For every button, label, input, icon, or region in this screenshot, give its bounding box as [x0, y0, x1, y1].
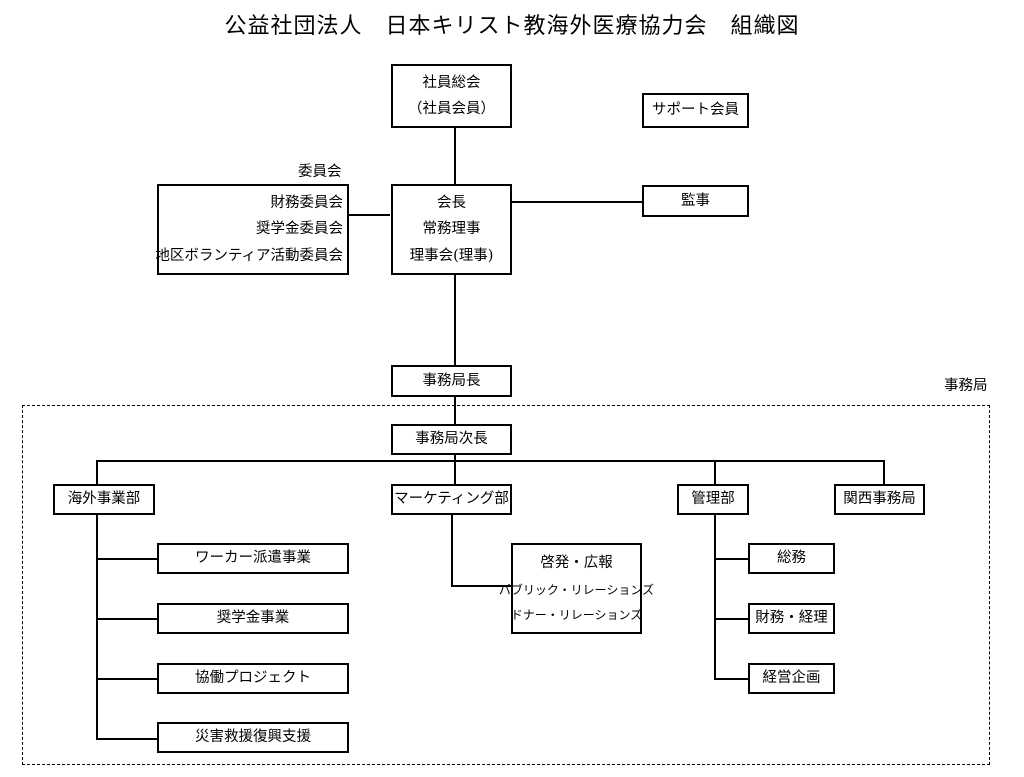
connector-line	[883, 460, 885, 485]
auditor-box: 監事	[642, 185, 749, 217]
connector-line	[512, 201, 642, 203]
committees-box: 財務委員会 奨学金委員会 地区ボランティア活動委員会	[155, 184, 349, 275]
connector-line	[96, 514, 98, 738]
admin-dept-box: 管理部	[677, 484, 749, 515]
collaboration-project-box: 協働プロジェクト	[157, 663, 349, 694]
connector-line	[96, 460, 884, 462]
deputy-secretary-general-box: 事務局次長	[391, 424, 512, 455]
connector-line	[454, 127, 456, 187]
connector-line	[451, 585, 512, 587]
secretary-general-box: 事務局長	[391, 365, 512, 397]
scholarship-program-box: 奨学金事業	[157, 603, 349, 634]
finance-accounting-box: 財務・経理	[748, 603, 835, 634]
connector-line	[451, 514, 453, 586]
connector-line	[96, 738, 158, 740]
connector-line	[96, 618, 158, 620]
general-assembly-box: 社員総会 （社員会員）	[391, 64, 512, 128]
chart-title: 公益社団法人 日本キリスト教海外医療協力会 組織図	[224, 14, 800, 39]
general-affairs-box: 総務	[748, 543, 835, 574]
connector-line	[96, 460, 98, 485]
kansai-office-box: 関西事務局	[834, 484, 925, 515]
disaster-relief-box: 災害救援復興支援	[157, 722, 349, 753]
secretariat-label: 事務局	[944, 378, 988, 394]
connector-line	[96, 558, 158, 560]
connector-line	[714, 678, 749, 680]
connector-line	[714, 558, 749, 560]
marketing-dept-box: マーケティング部	[391, 484, 512, 515]
secretariat-region	[22, 405, 990, 765]
president-board-box: 会長 常務理事 理事会(理事)	[391, 184, 512, 275]
connector-line	[348, 214, 390, 216]
connector-line	[714, 618, 749, 620]
connector-line	[454, 396, 456, 425]
connector-line	[96, 678, 158, 680]
overseas-dept-box: 海外事業部	[53, 484, 155, 515]
connector-line	[454, 454, 456, 484]
connector-line	[714, 460, 716, 485]
worker-dispatch-box: ワーカー派遣事業	[157, 543, 349, 574]
support-members-box: サポート会員	[642, 93, 749, 128]
pr-box: 啓発・広報 パブリック・リレーションズ ドナー・リレーションズ	[499, 543, 654, 634]
connector-line	[454, 274, 456, 366]
connector-line	[714, 514, 716, 680]
committees-label: 委員会	[298, 164, 342, 180]
management-planning-box: 経営企画	[748, 663, 835, 694]
